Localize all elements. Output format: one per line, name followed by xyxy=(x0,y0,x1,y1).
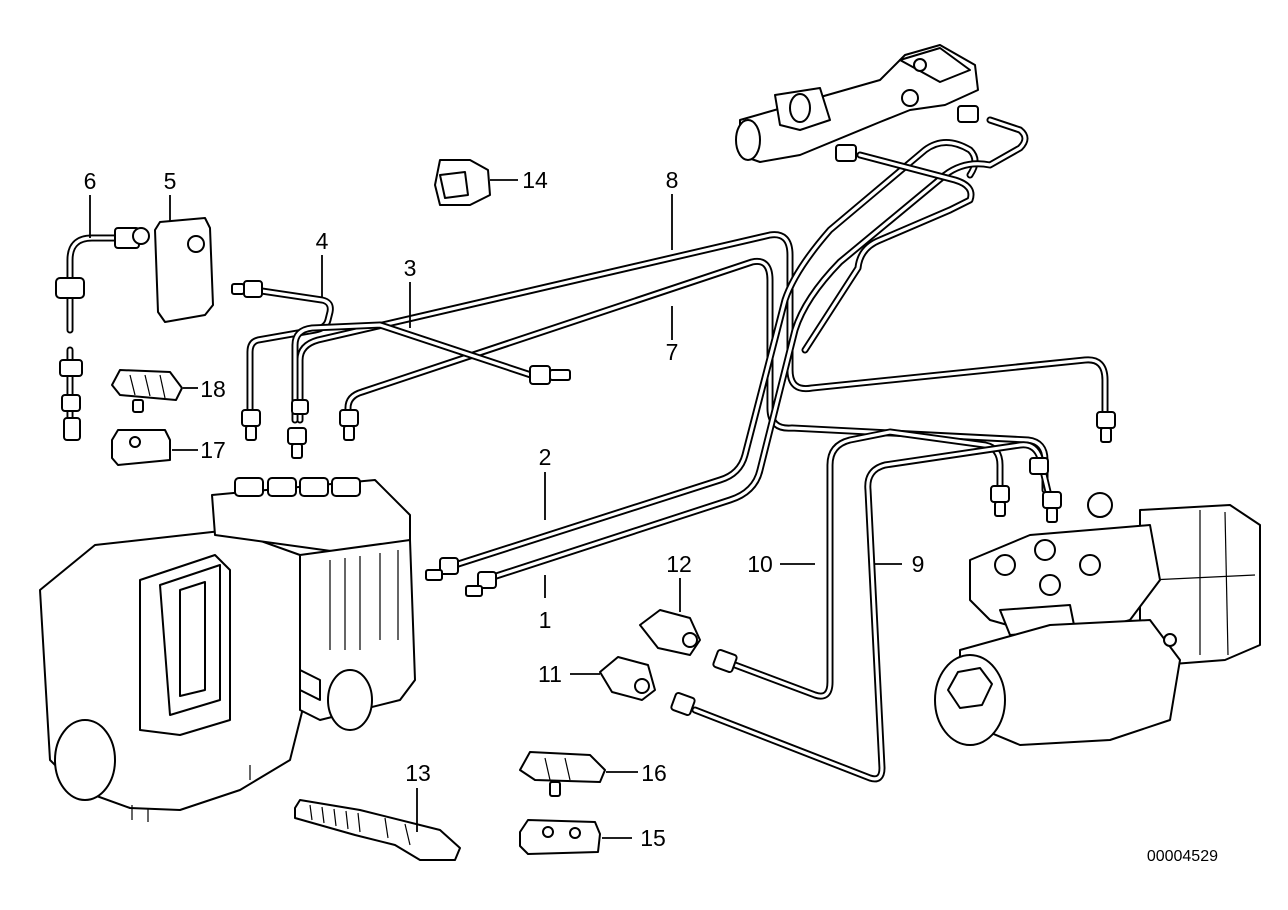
clamp-part-16[interactable] xyxy=(519,751,606,797)
fitting-pipe-3-left xyxy=(287,427,307,459)
brake-pipe-3[interactable] xyxy=(291,321,544,424)
leader-lines xyxy=(89,179,902,839)
callout-3: 3 xyxy=(404,255,417,281)
fitting-pipe-10-left xyxy=(712,648,738,674)
clip-part-17[interactable] xyxy=(111,429,171,466)
fitting-master-cyl-2 xyxy=(835,144,857,162)
callout-16: 16 xyxy=(641,760,667,786)
fitting-pipe-10-right xyxy=(990,485,1010,517)
fitting-pipe-4-top xyxy=(231,280,263,298)
pipe-holder-part-13[interactable] xyxy=(294,799,461,861)
master-cylinder[interactable] xyxy=(735,44,979,163)
fitting-pipe-8-left xyxy=(291,399,309,415)
brake-pipe-7[interactable] xyxy=(344,257,1049,494)
fitting-pipe-8-right xyxy=(1096,411,1116,443)
abs-pump-unit[interactable] xyxy=(934,492,1261,746)
callout-7: 7 xyxy=(666,339,679,365)
fitting-pipe-4-bottom xyxy=(241,409,261,441)
connector-part-12[interactable] xyxy=(639,609,701,656)
fitting-pipe-3-right xyxy=(529,365,571,385)
callout-6: 6 xyxy=(84,168,97,194)
fitting-pipe-7-right xyxy=(1029,457,1062,523)
abs-hydraulic-unit[interactable] xyxy=(39,477,416,822)
callout-8: 8 xyxy=(666,167,679,193)
callout-9: 9 xyxy=(912,551,925,577)
brake-hose-part-6[interactable] xyxy=(55,227,150,441)
callout-15: 15 xyxy=(640,825,666,851)
callout-13: 13 xyxy=(405,760,431,786)
fitting-pipe-7-left xyxy=(339,409,359,441)
callout-10: 10 xyxy=(747,551,773,577)
brake-pipe-8[interactable] xyxy=(296,231,1109,424)
callout-11: 11 xyxy=(538,661,562,687)
clip-part-15[interactable] xyxy=(519,819,601,855)
brake-pipe-front[interactable] xyxy=(801,151,975,354)
fitting-pipe-2-end xyxy=(425,557,459,581)
fitting-pipe-9-left xyxy=(670,691,696,717)
callout-2: 2 xyxy=(539,444,552,470)
callout-14: 14 xyxy=(522,167,548,193)
clamp-part-18[interactable] xyxy=(111,369,183,413)
connector-part-11[interactable] xyxy=(599,656,656,701)
callout-4: 4 xyxy=(316,228,329,254)
brake-pipe-9[interactable] xyxy=(691,441,1054,783)
bracket-part-5[interactable] xyxy=(154,217,214,323)
fitting-master-cyl-1 xyxy=(957,105,979,123)
diagram-reference-number: 00004529 xyxy=(1147,848,1218,865)
brake-pipes xyxy=(246,116,1109,783)
clip-part-14[interactable] xyxy=(434,159,491,206)
callout-18: 18 xyxy=(200,376,226,402)
pipe-fittings xyxy=(231,105,1116,717)
brake-pipe-1[interactable] xyxy=(486,116,1029,582)
brake-pipe-2[interactable] xyxy=(451,139,979,569)
brake-pipe-4[interactable] xyxy=(246,286,334,419)
callout-1: 1 xyxy=(539,607,552,633)
callout-17: 17 xyxy=(200,437,226,463)
fitting-pipe-1-end xyxy=(465,571,497,597)
callout-5: 5 xyxy=(164,168,177,194)
callout-12: 12 xyxy=(666,551,692,577)
callout-labels: 1 2 3 4 5 6 7 8 9 10 11 12 13 14 15 16 1… xyxy=(84,167,925,851)
